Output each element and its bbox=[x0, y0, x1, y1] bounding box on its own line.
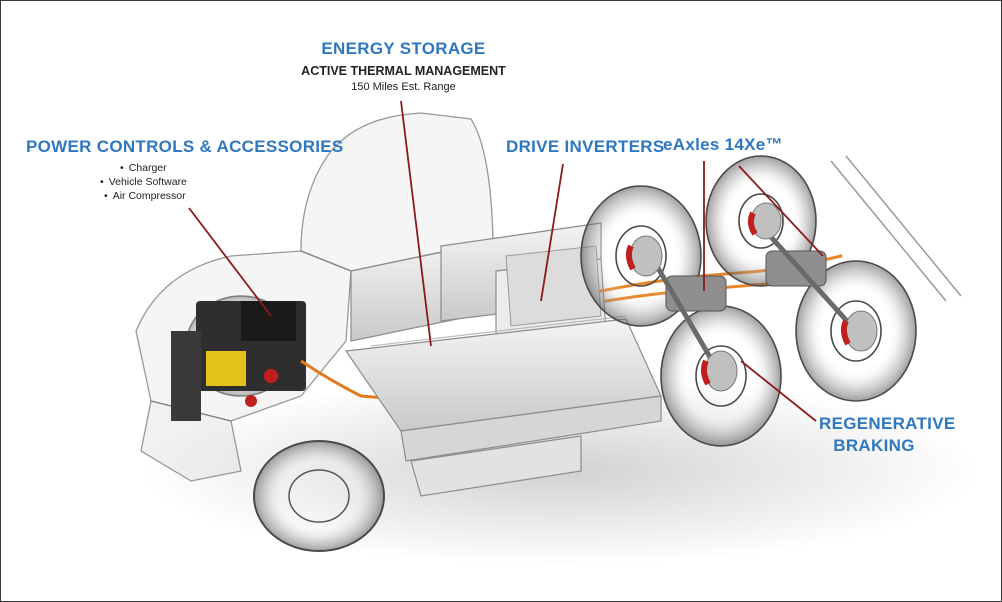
list-item: Air Compressor bbox=[96, 189, 187, 203]
regenerative-braking-line-1: REGENERATIVE bbox=[819, 414, 956, 433]
leader-lines bbox=[188, 100, 824, 422]
regenerative-braking-line-2: BRAKING bbox=[833, 436, 915, 455]
drive-inverters-title: DRIVE INVERTERS bbox=[506, 137, 665, 156]
eaxle-units bbox=[648, 224, 858, 378]
power-controls-cluster bbox=[171, 301, 422, 421]
power-controls-list: Charger Vehicle Software Air Compressor bbox=[96, 161, 187, 203]
power-controls-title: POWER CONTROLS & ACCESSORIES bbox=[26, 137, 344, 156]
energy-storage-subtitle: ACTIVE THERMAL MANAGEMENT bbox=[301, 64, 506, 78]
drive-inverters-housing bbox=[505, 245, 602, 327]
list-item: Charger bbox=[96, 161, 187, 175]
energy-storage-range: 150 Miles Est. Range bbox=[351, 81, 456, 93]
energy-storage-title: ENERGY STORAGE bbox=[321, 39, 486, 58]
regenerative-braking-title: REGENERATIVE BRAKING bbox=[819, 413, 956, 457]
rear-frame bbox=[830, 155, 962, 302]
brake-rotors bbox=[625, 202, 878, 392]
list-item: Vehicle Software bbox=[96, 175, 187, 189]
eaxles-title: eAxles 14Xe™ bbox=[663, 135, 783, 154]
